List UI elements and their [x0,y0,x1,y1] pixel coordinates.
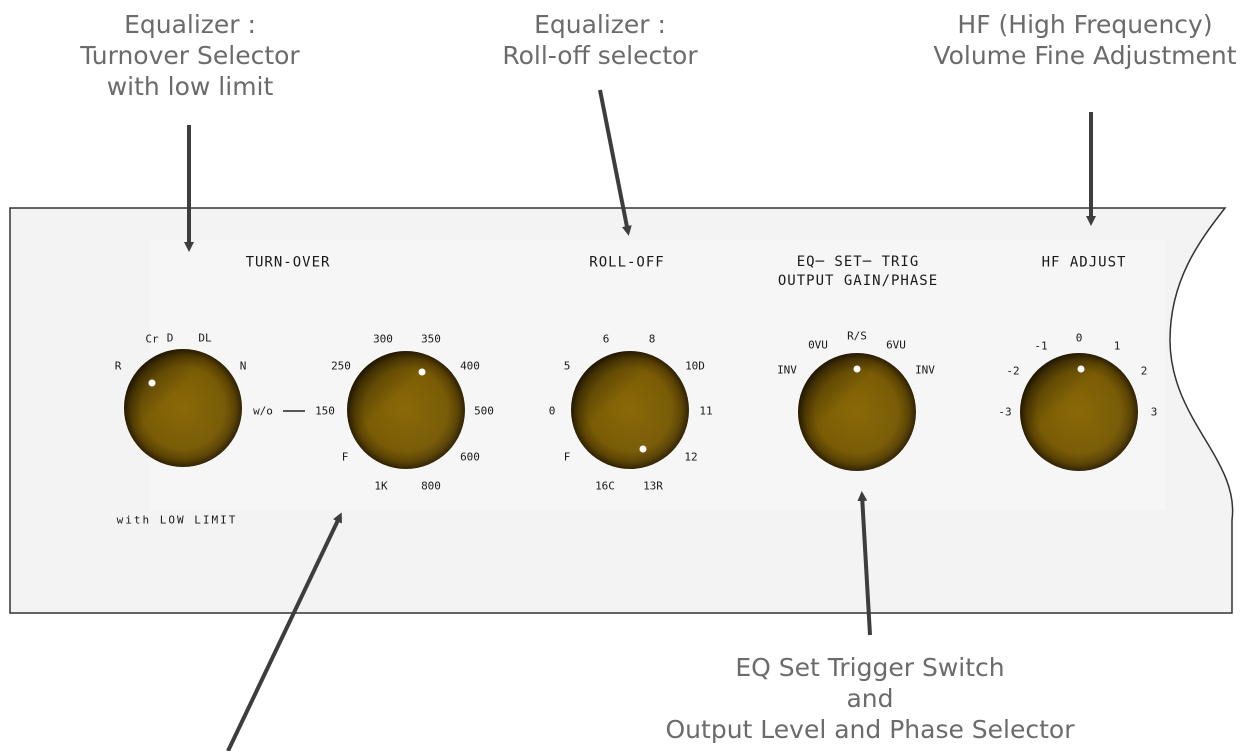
knob-mark: 300 [373,333,393,346]
hf-title: HF ADJUST [1042,254,1127,273]
knob-mark: 12 [684,451,697,464]
knob-mark: 150 [315,405,335,418]
knob-mark: 11 [699,405,712,418]
knob-mark: 250 [331,360,351,373]
knob-mark: 1K [374,480,387,493]
eqset-title-line: OUTPUT GAIN/PHASE [778,272,938,291]
knob-pointer-dot [1078,366,1085,373]
knob-mark: 6VU [886,339,906,352]
knob-mark: 10D [685,360,705,373]
knob-mark: 16C [595,480,615,493]
knob-mark: 500 [474,405,494,418]
knob-mark: -2 [1006,365,1019,378]
knob-mark: DL [198,332,211,345]
knob-mark: 800 [421,480,441,493]
knob-mark: N [240,360,247,373]
knob-mark: F [342,451,349,464]
knob-mark: 400 [460,360,480,373]
knob-pointer-dot [419,369,426,376]
low-limit-knob[interactable] [124,349,242,467]
knob-mark: 0VU [808,339,828,352]
knob-mark: 600 [460,451,480,464]
knob-mark: R [115,360,122,373]
knob-mark: R/S [847,330,867,343]
rolloff-title: ROLL-OFF [589,254,664,273]
knob-pointer-dot [854,366,861,373]
knob-pointer-dot [640,446,647,453]
knob-mark: 0 [1076,332,1083,345]
knob-mark: -1 [1034,340,1047,353]
knob-pointer-dot [149,380,156,387]
knob-mark: -3 [998,406,1011,419]
knob-mark: 8 [649,333,656,346]
knob-mark: Cr [145,333,158,346]
knob-mark: 350 [421,333,441,346]
knob-mark: 5 [564,360,571,373]
knob-mark: 6 [603,333,610,346]
turnover-title: TURN-OVER [246,254,331,273]
knob-mark: 13R [643,480,663,493]
knob-mark: w/o [253,405,273,418]
knob-mark: 3 [1151,406,1158,419]
knob-mark: 0 [549,405,556,418]
eqset-knob[interactable] [798,353,916,471]
low-limit-label: with LOW LIMIT [117,514,238,527]
rolloff-knob[interactable] [571,351,689,469]
hf-knob[interactable] [1020,353,1138,471]
eqset-title: EQ─ SET─ TRIG OUTPUT GAIN/PHASE [778,253,938,291]
knob-mark: 2 [1141,365,1148,378]
knob-mark: INV [777,364,797,377]
knob-mark: INV [915,364,935,377]
eqset-title-line: EQ─ SET─ TRIG [778,253,938,272]
knob-mark: 1 [1114,340,1121,353]
knob-mark: D [167,332,174,345]
knob-mark: F [564,451,571,464]
turnover-knob[interactable] [347,351,465,469]
